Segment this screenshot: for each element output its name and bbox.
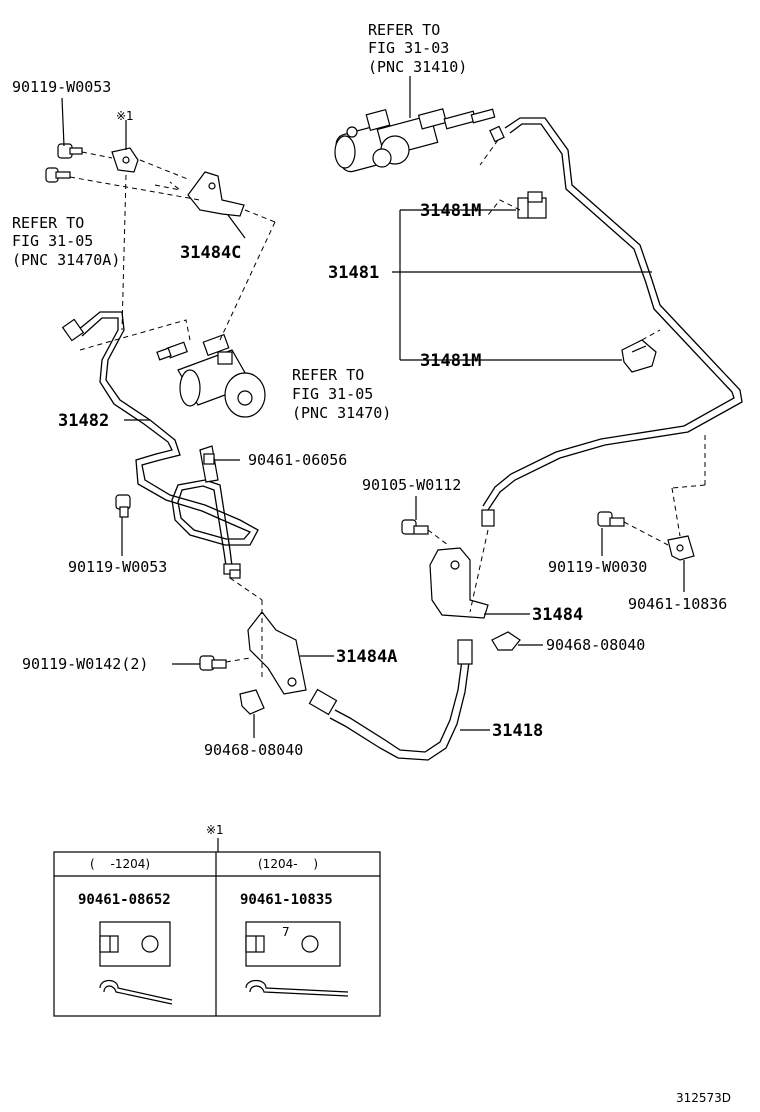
pipe-fitting-31482-end [223, 563, 241, 579]
label-31481m-bottom: 31481M [420, 351, 481, 371]
table-col2-mark: 7 [282, 925, 290, 939]
bracket-31484a [247, 611, 307, 695]
label-90468-08040-right: 90468-08040 [546, 636, 645, 654]
label-90119-w0142: 90119-W0142(2) [22, 655, 148, 673]
table-col1-header: ( -1204) [90, 857, 150, 871]
label-31484c: 31484C [180, 243, 241, 263]
refer-top-line2: FIG 31-03 [368, 39, 449, 57]
bolt-refer-31470a [45, 167, 71, 183]
clip-90468-08040-left [239, 689, 265, 715]
release-cylinder [156, 333, 266, 418]
note-table: ( -1204) (1204- ) 90461-08652 90461-1083… [53, 851, 381, 1017]
clutch-line-31481 [487, 117, 743, 511]
clip-note-1 [111, 147, 139, 173]
label-90105-w0112: 90105-W0112 [362, 476, 461, 494]
label-31481: 31481 [328, 263, 379, 283]
refer-left-line2: FIG 31-05 [12, 232, 93, 250]
flexible-hose-31418-inner [329, 661, 470, 761]
label-90461-06056: 90461-06056 [248, 451, 347, 469]
pipe-fitting-31481-end [481, 509, 495, 527]
bolt-90119-w0053-bottom [115, 494, 131, 518]
bracket-31484c [187, 171, 245, 217]
refer-label-mid: REFER TO FIG 31-05 (PNC 31470) [292, 366, 391, 422]
clip-90461-10835-drawing: 7 [245, 921, 349, 997]
clutch-line-31482 [77, 311, 259, 567]
hose-fitting-lower [308, 688, 338, 716]
clip-90461-08652-drawing [99, 921, 173, 1005]
clutch-line-31482-inner [81, 317, 252, 567]
label-note-mark-table: ※1 [206, 823, 224, 837]
pipe-fitting-left [61, 318, 85, 342]
bolt-90119-w0053-top [57, 143, 83, 159]
table-col2-header: (1204- ) [258, 857, 318, 871]
label-90468-08040-left: 90468-08040 [204, 741, 303, 759]
label-90119-w0030: 90119-W0030 [548, 558, 647, 576]
hose-fitting-upper [457, 639, 473, 665]
clamp-31481m-top [517, 191, 547, 219]
bolt-90119-w0142 [199, 655, 227, 671]
refer-top-line1: REFER TO [368, 21, 440, 39]
refer-left-line3: (PNC 31470A) [12, 251, 120, 269]
label-90119-w0053-top: 90119-W0053 [12, 78, 111, 96]
label-31484a: 31484A [336, 647, 397, 667]
refer-mid-line2: FIG 31-05 [292, 385, 373, 403]
flexible-hose-31418 [334, 659, 463, 753]
leader-lines [61, 76, 685, 852]
refer-mid-line3: (PNC 31470) [292, 404, 391, 422]
label-90461-10836: 90461-10836 [628, 595, 727, 613]
clamp-31481m-bottom [621, 339, 657, 373]
label-31482: 31482 [58, 411, 109, 431]
refer-left-line1: REFER TO [12, 214, 84, 232]
refer-mid-line1: REFER TO [292, 366, 364, 384]
refer-label-left: REFER TO FIG 31-05 (PNC 31470A) [12, 214, 120, 269]
label-31484: 31484 [532, 605, 583, 625]
bolt-90105-w0112 [401, 519, 429, 535]
label-31418: 31418 [492, 721, 543, 741]
clip-90468-08040-right [491, 631, 521, 651]
clamp-90461-10836 [667, 535, 695, 561]
table-col2-part: 90461-10835 [240, 892, 333, 908]
clutch-line-31481-inner [482, 123, 735, 507]
bracket-31484 [429, 547, 489, 619]
label-31481m-top: 31481M [420, 201, 481, 221]
label-90119-w0053-bottom: 90119-W0053 [68, 558, 167, 576]
refer-top-line3: (PNC 31410) [368, 58, 467, 76]
master-cylinder [334, 108, 496, 173]
table-col1-part: 90461-08652 [78, 892, 171, 908]
dashed-assembly-lines [69, 139, 706, 680]
clamp-90461-06056 [199, 445, 219, 483]
pipe-fitting-top [489, 125, 505, 143]
label-note-mark-top: ※1 [116, 109, 134, 123]
refer-label-top: REFER TO FIG 31-03 (PNC 31410) [368, 21, 467, 76]
figure-code: 312573D [676, 1091, 731, 1105]
bolt-90119-w0030 [597, 511, 625, 527]
